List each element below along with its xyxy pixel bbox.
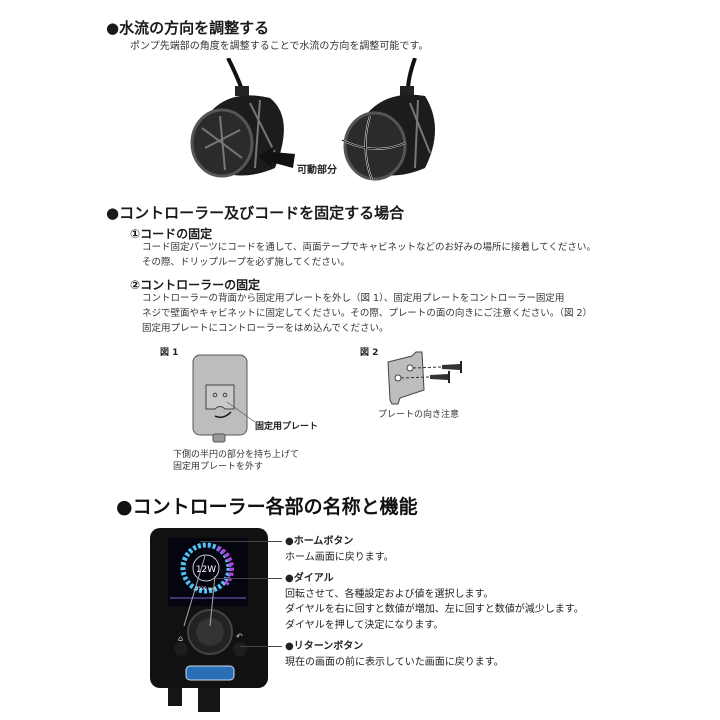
fig1-label: 図 1 [160,348,179,358]
part-description: 現在の画面の前に表示していた画面に戻ります。 [285,656,504,668]
step2-line: コントローラーの背面から固定用プレートを外し（図 1）、固定用プレートをコントロ… [142,293,565,304]
part-name: ●ホームボタン [285,536,354,547]
fig1-caption-line: 下側の半円の部分を持ち上げて [173,450,300,460]
return-button: ↶ [233,632,247,656]
step2-title: ②コントローラーの固定 [130,278,261,292]
step1-line: コード固定パーツにコードを通して、両面テープでキャビネットなどのお好みの場所に接… [142,242,596,253]
movable-part-label: 可動部分 [297,165,337,176]
part-description: ホーム画面に戻ります。 [285,551,394,563]
pump-left-image [190,58,284,178]
part-description: ダイヤルを押して決定になります。 [285,619,444,631]
screw-icon [430,371,450,383]
part-name: ●リターンボタン [285,641,364,652]
fig2-caption: プレートの向き注意 [378,410,460,420]
fig2-plate-screws-diagram [387,351,462,405]
pump-illustration [190,58,435,181]
section-title-fixing: ●コントローラー及びコードを固定する場合 [106,204,405,222]
fig1-controller-back-diagram [192,354,256,443]
dial [187,609,233,655]
screen-power: 12W [196,565,216,575]
brand-logo [185,665,235,681]
dial-leader-line [215,578,282,579]
part-description: ダイヤルを右に回すと数値が増加、左に回すと数値が減少します。 [285,604,584,615]
screen-speed: 2500 rpm [196,586,216,591]
step1-text: コード固定パーツにコードを通して、両面テープでキャビネットなどのお好みの場所に接… [142,240,596,270]
section-title-controller-parts: ●コントローラー各部の名称と機能 [116,496,418,518]
fig1-caption-line: 固定用プレートを外す [173,462,264,472]
home-button: ⌂ [174,634,188,656]
part-home-button: ●ホームボタン ホーム画面に戻ります。 [285,534,394,565]
part-return-button: ●リターンボタン 現在の画面の前に表示していた画面に戻ります。 [285,639,504,670]
fixing-plate-label: 固定用プレート [255,422,319,432]
step1-title: ①コードの固定 [130,227,213,241]
part-name: ●ダイアル [285,573,334,584]
step2-line: 固定用プレートにコントローラーをはめ込んでください。 [142,323,389,334]
home-icon: ⌂ [178,634,183,643]
controller-image: 12W 2500 rpm ⌂ ↶ [150,528,268,712]
home-button-leader-line [200,541,282,542]
part-dial: ●ダイアル 回転させて、各種設定および値を選択します。 ダイヤルを右に回すと数値… [285,571,584,633]
part-description: 回転させて、各種設定および値を選択します。 [285,588,494,600]
arrow-icon [258,146,295,168]
return-button-leader-line [240,646,282,647]
section-title-water-direction: ●水流の方向を調整する [106,19,270,37]
step2-text: コントローラーの背面から固定用プレートを外し（図 1）、固定用プレートをコントロ… [142,291,592,336]
return-icon: ↶ [235,632,243,641]
screw-icon [442,361,462,373]
fig2-label: 図 2 [360,348,379,358]
section-description: ポンプ先端部の角度を調整することで水流の方向を調整可能です。 [130,41,429,52]
step1-line: その際、ドリップループを必ず施してください。 [142,257,350,268]
step2-line: ネジで壁面やキャビネットに固定してください。その際、プレートの面の向きにご注意く… [142,308,593,319]
pump-right-image [341,58,435,181]
fig1-caption: 下側の半円の部分を持ち上げて 固定用プレートを外す [173,449,299,473]
